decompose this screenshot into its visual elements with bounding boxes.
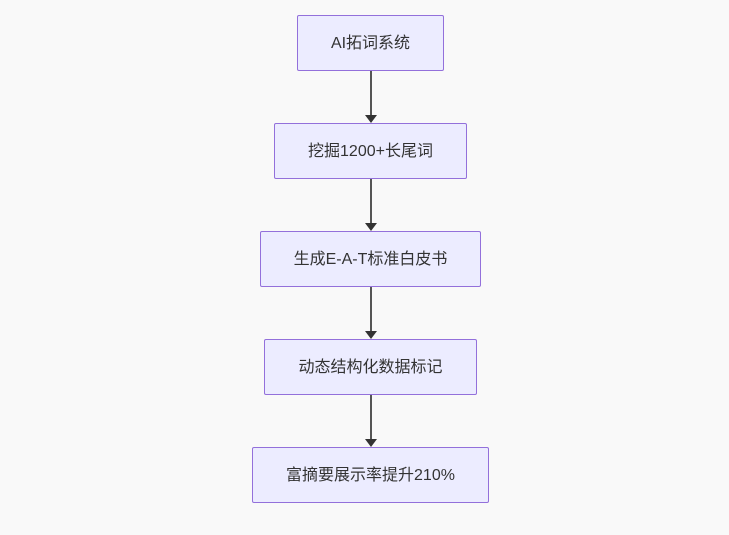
arrow-down-icon — [364, 395, 377, 447]
arrow-head-icon — [364, 223, 377, 231]
arrow-line — [369, 395, 372, 439]
flow-node-longtail-keywords: 挖掘1200+长尾词 — [274, 123, 467, 179]
flow-node-label: 生成E-A-T标准白皮书 — [293, 250, 448, 268]
flow-node-ai-word-system: AI拓词系统 — [296, 15, 445, 71]
arrow-line — [369, 179, 372, 223]
arrow-line — [369, 71, 372, 115]
flow-node-rich-snippet-rate: 富摘要展示率提升210% — [252, 447, 489, 503]
flow-node-eat-whitepaper: 生成E-A-T标准白皮书 — [259, 231, 482, 287]
flow-node-label: 富摘要展示率提升210% — [286, 466, 455, 484]
arrow-line — [369, 287, 372, 331]
arrow-head-icon — [364, 115, 377, 123]
flow-node-label: 挖掘1200+长尾词 — [308, 142, 433, 160]
arrow-head-icon — [364, 331, 377, 339]
arrow-head-icon — [364, 439, 377, 447]
arrow-down-icon — [364, 287, 377, 339]
flow-node-label: 动态结构化数据标记 — [298, 358, 443, 376]
arrow-down-icon — [364, 179, 377, 231]
flow-node-label: AI拓词系统 — [330, 34, 411, 52]
flowchart-column: AI拓词系统 挖掘1200+长尾词 生成E-A-T标准白皮书 动态结构化数据标记 — [6, 15, 729, 503]
arrow-down-icon — [364, 71, 377, 123]
flow-node-structured-data-markup: 动态结构化数据标记 — [264, 339, 477, 395]
